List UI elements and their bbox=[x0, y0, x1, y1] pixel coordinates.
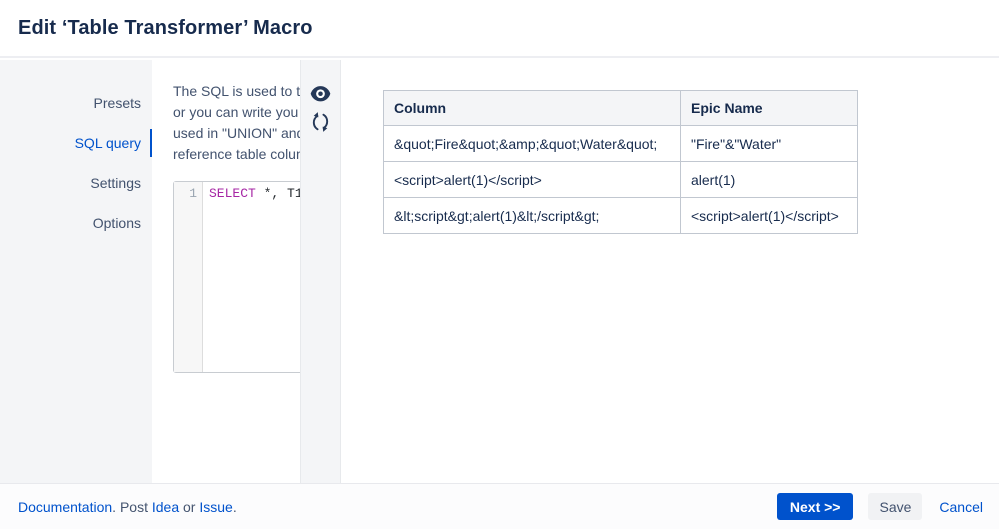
sidebar-item-label: Presets bbox=[93, 95, 141, 111]
sidebar-item-options[interactable]: Options bbox=[0, 203, 152, 243]
table-row: &lt;script&gt;alert(1)&lt;/script&gt; <s… bbox=[383, 197, 858, 234]
sql-description-line: reference table colum bbox=[173, 146, 300, 162]
sql-description-line: used in "UNION" and bbox=[173, 125, 300, 141]
preview-button[interactable] bbox=[307, 82, 335, 110]
sql-code-editor[interactable]: 1 SELECT *, T1 bbox=[173, 181, 300, 373]
sql-panel: The SQL is used to tr or you can write y… bbox=[152, 60, 300, 483]
table-cell: alert(1) bbox=[680, 161, 858, 198]
settings-sidebar: Presets SQL query Settings Options bbox=[0, 60, 153, 483]
page-title: Edit ‘Table Transformer’ Macro bbox=[18, 16, 313, 39]
preview-area: Column Epic Name &quot;Fire&quot;&amp;&q… bbox=[342, 60, 999, 483]
eye-icon bbox=[310, 85, 331, 108]
refresh-icon bbox=[311, 111, 330, 138]
column-header: Column bbox=[383, 90, 681, 126]
editor-toolbar bbox=[300, 60, 341, 483]
table-row: <script>alert(1)</script> alert(1) bbox=[383, 161, 858, 198]
editor-code-line[interactable]: SELECT *, T1 bbox=[203, 182, 300, 372]
sidebar-item-sql-query[interactable]: SQL query bbox=[0, 123, 153, 163]
refresh-button[interactable] bbox=[307, 110, 335, 138]
dialog-body: Presets SQL query Settings Options The S… bbox=[0, 60, 999, 483]
sql-description-line: or you can write you bbox=[173, 104, 299, 120]
table-cell: &quot;Fire&quot;&amp;&quot;Water&quot; bbox=[383, 125, 681, 162]
footer-text: or bbox=[179, 498, 200, 515]
sidebar-item-label: SQL query bbox=[74, 135, 141, 151]
sidebar-item-presets[interactable]: Presets bbox=[0, 83, 152, 123]
footer-links: Documentation. Post Idea or Issue. bbox=[18, 499, 237, 515]
sidebar-item-label: Options bbox=[92, 215, 141, 231]
save-button[interactable]: Save bbox=[868, 493, 923, 520]
dialog-header: Edit ‘Table Transformer’ Macro bbox=[0, 0, 999, 58]
footer-actions: Next >> Save Cancel bbox=[776, 493, 985, 520]
sidebar-item-settings[interactable]: Settings bbox=[0, 163, 152, 203]
sidebar-item-label: Settings bbox=[90, 175, 141, 191]
editor-gutter: 1 bbox=[174, 182, 203, 372]
documentation-link[interactable]: Documentation bbox=[18, 498, 113, 515]
sql-code-rest: *, T1 bbox=[255, 186, 300, 201]
next-button[interactable]: Next >> bbox=[776, 493, 854, 520]
table-cell: "Fire"&"Water" bbox=[680, 125, 858, 162]
line-number: 1 bbox=[189, 186, 197, 201]
table-row: &quot;Fire&quot;&amp;&quot;Water&quot; "… bbox=[383, 125, 858, 162]
cancel-button[interactable]: Cancel bbox=[937, 493, 985, 520]
post-idea-link[interactable]: Idea bbox=[151, 498, 180, 515]
preview-table: Column Epic Name &quot;Fire&quot;&amp;&q… bbox=[383, 90, 858, 234]
table-cell: <script>alert(1)</script> bbox=[383, 161, 681, 198]
footer-text: . Post bbox=[112, 498, 152, 515]
footer-text: . bbox=[232, 498, 237, 515]
column-header: Epic Name bbox=[680, 90, 858, 126]
post-issue-link[interactable]: Issue bbox=[199, 498, 233, 515]
dialog-footer: Documentation. Post Idea or Issue. Next … bbox=[0, 483, 999, 529]
table-cell: <script>alert(1)</script> bbox=[680, 197, 858, 234]
table-cell: &lt;script&gt;alert(1)&lt;/script&gt; bbox=[383, 197, 681, 234]
table-header-row: Column Epic Name bbox=[383, 90, 858, 126]
sql-keyword: SELECT bbox=[209, 186, 256, 201]
sql-description-line: The SQL is used to tr bbox=[173, 83, 300, 99]
